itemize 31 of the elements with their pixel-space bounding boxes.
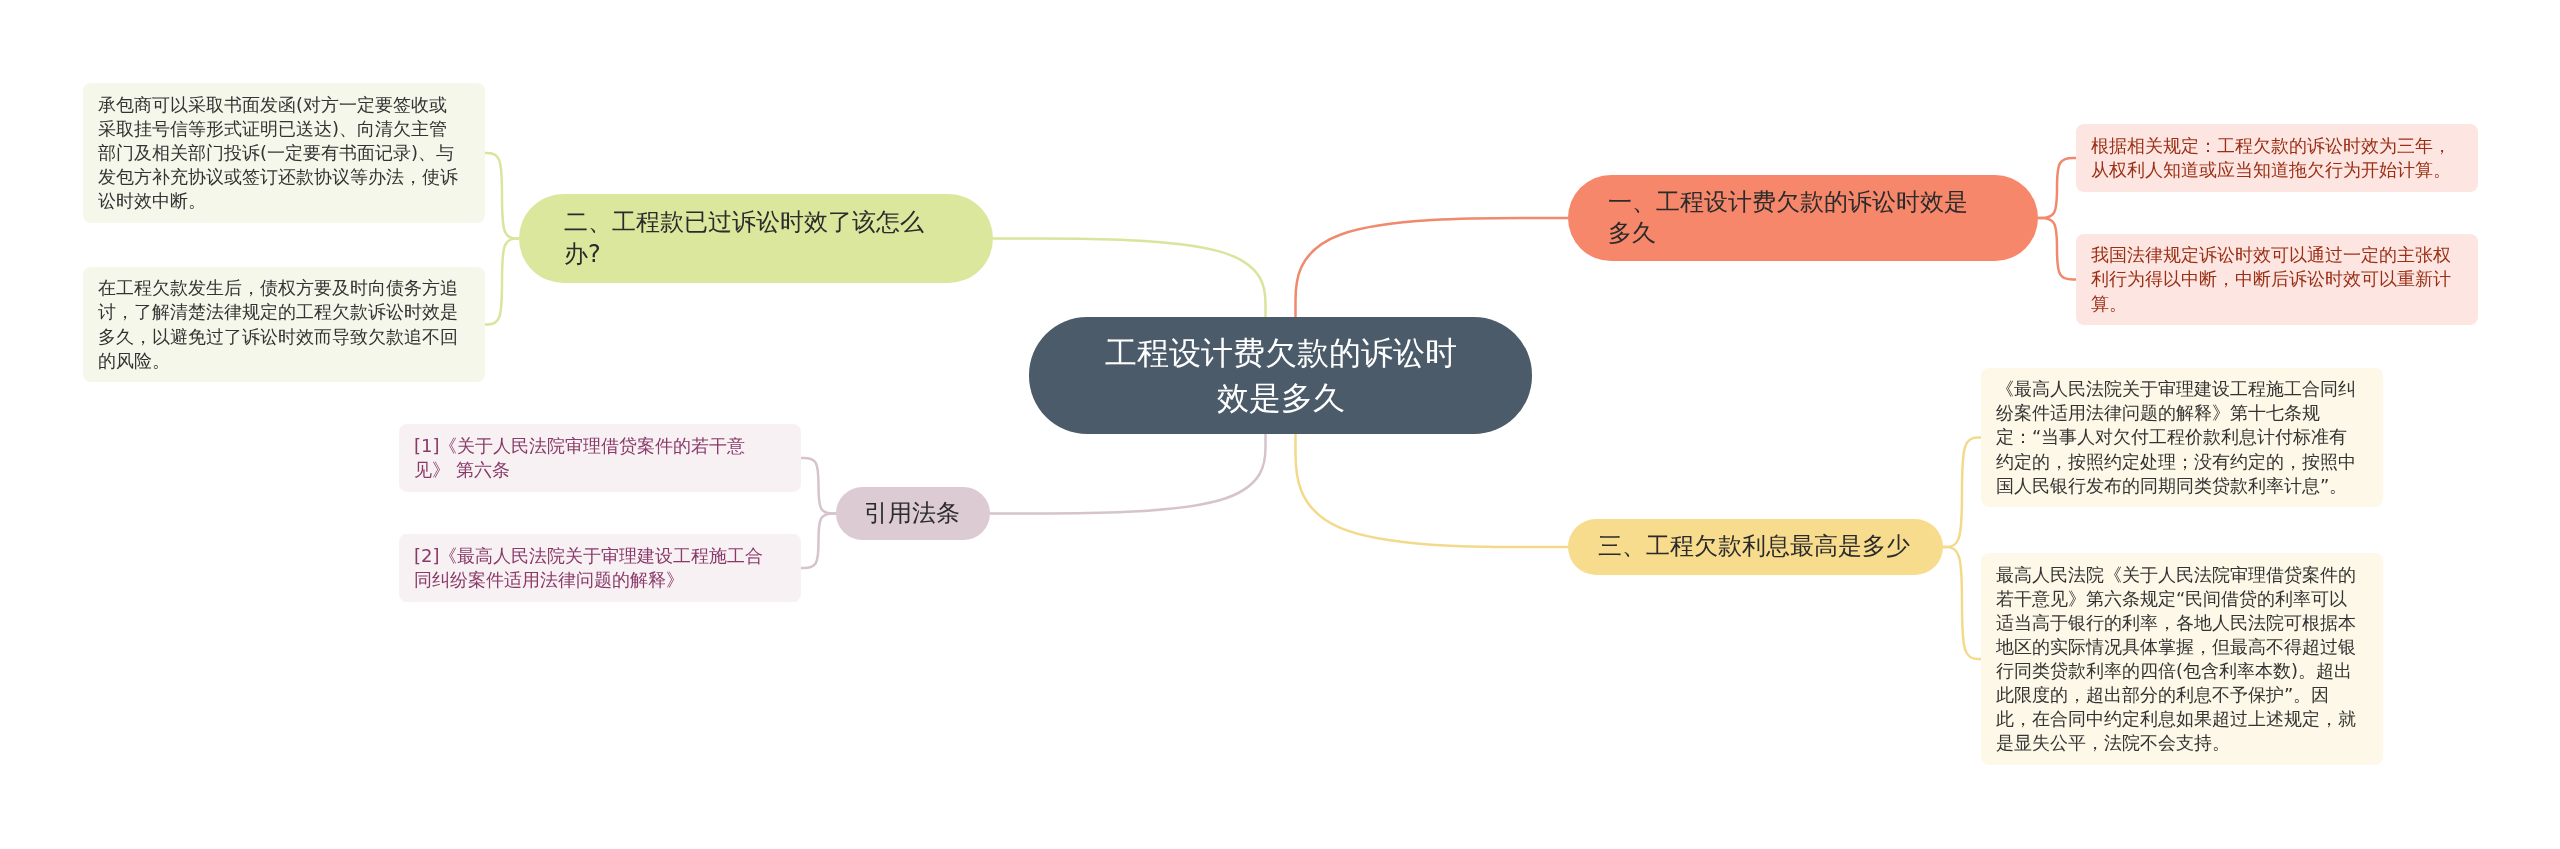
connector-line bbox=[801, 512, 836, 570]
topic-text: 工程设计费欠款的诉讼时效是多久 bbox=[1103, 333, 1458, 419]
branch-text: 三、工程欠款利息最高是多少 bbox=[1598, 531, 1911, 563]
note-text: [1]《关于人民法院审理借贷案件的若干意见》 第六条 bbox=[414, 433, 747, 482]
note-card bbox=[1981, 553, 2383, 765]
note-card bbox=[83, 267, 485, 382]
connector-line bbox=[1294, 216, 1568, 317]
note-text: 最高人民法院《关于人民法院审理借贷案件的若干意见》第六条规定“民间借贷的利率可以适当高于银行的利率，各地人民法院可根据本地区的实际情况具体掌握，但最高不得超过银行同类贷款利率的四倍(包含利率本数)。超出此限度的，超出部分的利息不予保护”。因此，在合同中约定利息如果超过上述规定，就是显失公平，法院不会支持。 bbox=[1996, 562, 2357, 756]
note-text: 《最高人民法院关于审理建设工程施工合同纠纷案件适用法律问题的解释》第十七条规定：“当事人对欠付工程价款利息计付标准有约定的，按照约定处理；没有约定的，按照中国人民银行发布的同期同类贷款利率计息”。 bbox=[1996, 377, 2357, 498]
note-text: 我国法律规定诉讼时效可以通过一定的主张权利行为得以中断，中断后诉讼时效可以重新计算。 bbox=[2091, 243, 2452, 316]
note-text: [2]《最高人民法院关于审理建设工程施工合同纠纷案件适用法律问题的解释》 bbox=[414, 543, 765, 592]
connector-line bbox=[485, 237, 519, 326]
connector-line bbox=[990, 434, 1267, 515]
note-card bbox=[83, 83, 485, 223]
note-card bbox=[2076, 124, 2478, 192]
note-card bbox=[399, 424, 801, 492]
note-text: 承包商可以采取书面发函(对方一定要签收或采取挂号信等形式证明已送达)、向清欠主管部门及相关部门投诉(一定要有书面记录)、与发包方补充协议或签订还款协议等办法，使诉讼时效中断。 bbox=[98, 92, 459, 214]
note-card bbox=[1981, 368, 2383, 507]
branch-text: 一、工程设计费欠款的诉讼时效是多久 bbox=[1608, 186, 1969, 249]
note-card bbox=[2076, 234, 2478, 325]
connector-line bbox=[1943, 545, 1981, 661]
connector-line bbox=[993, 237, 1267, 317]
branch-text: 二、工程款已过诉讼时效了该怎么办? bbox=[564, 207, 925, 270]
note-text: 在工程欠款发生后，债权方要及时向债务方追讨，了解清楚法律规定的工程欠款诉讼时效是多久，以避免过了诉讼时效而导致欠款追不回的风险。 bbox=[98, 276, 459, 373]
note-text: 根据相关规定：工程欠款的诉讼时效为三年，从权利人知道或应当知道拖欠行为开始计算。 bbox=[2091, 133, 2452, 182]
branch-topic bbox=[836, 487, 990, 540]
connector-line bbox=[1294, 434, 1568, 549]
branch-topic bbox=[1568, 519, 1943, 575]
note-card bbox=[399, 534, 801, 602]
connector-line bbox=[2038, 216, 2076, 281]
branch-text: 引用法条 bbox=[864, 497, 961, 529]
